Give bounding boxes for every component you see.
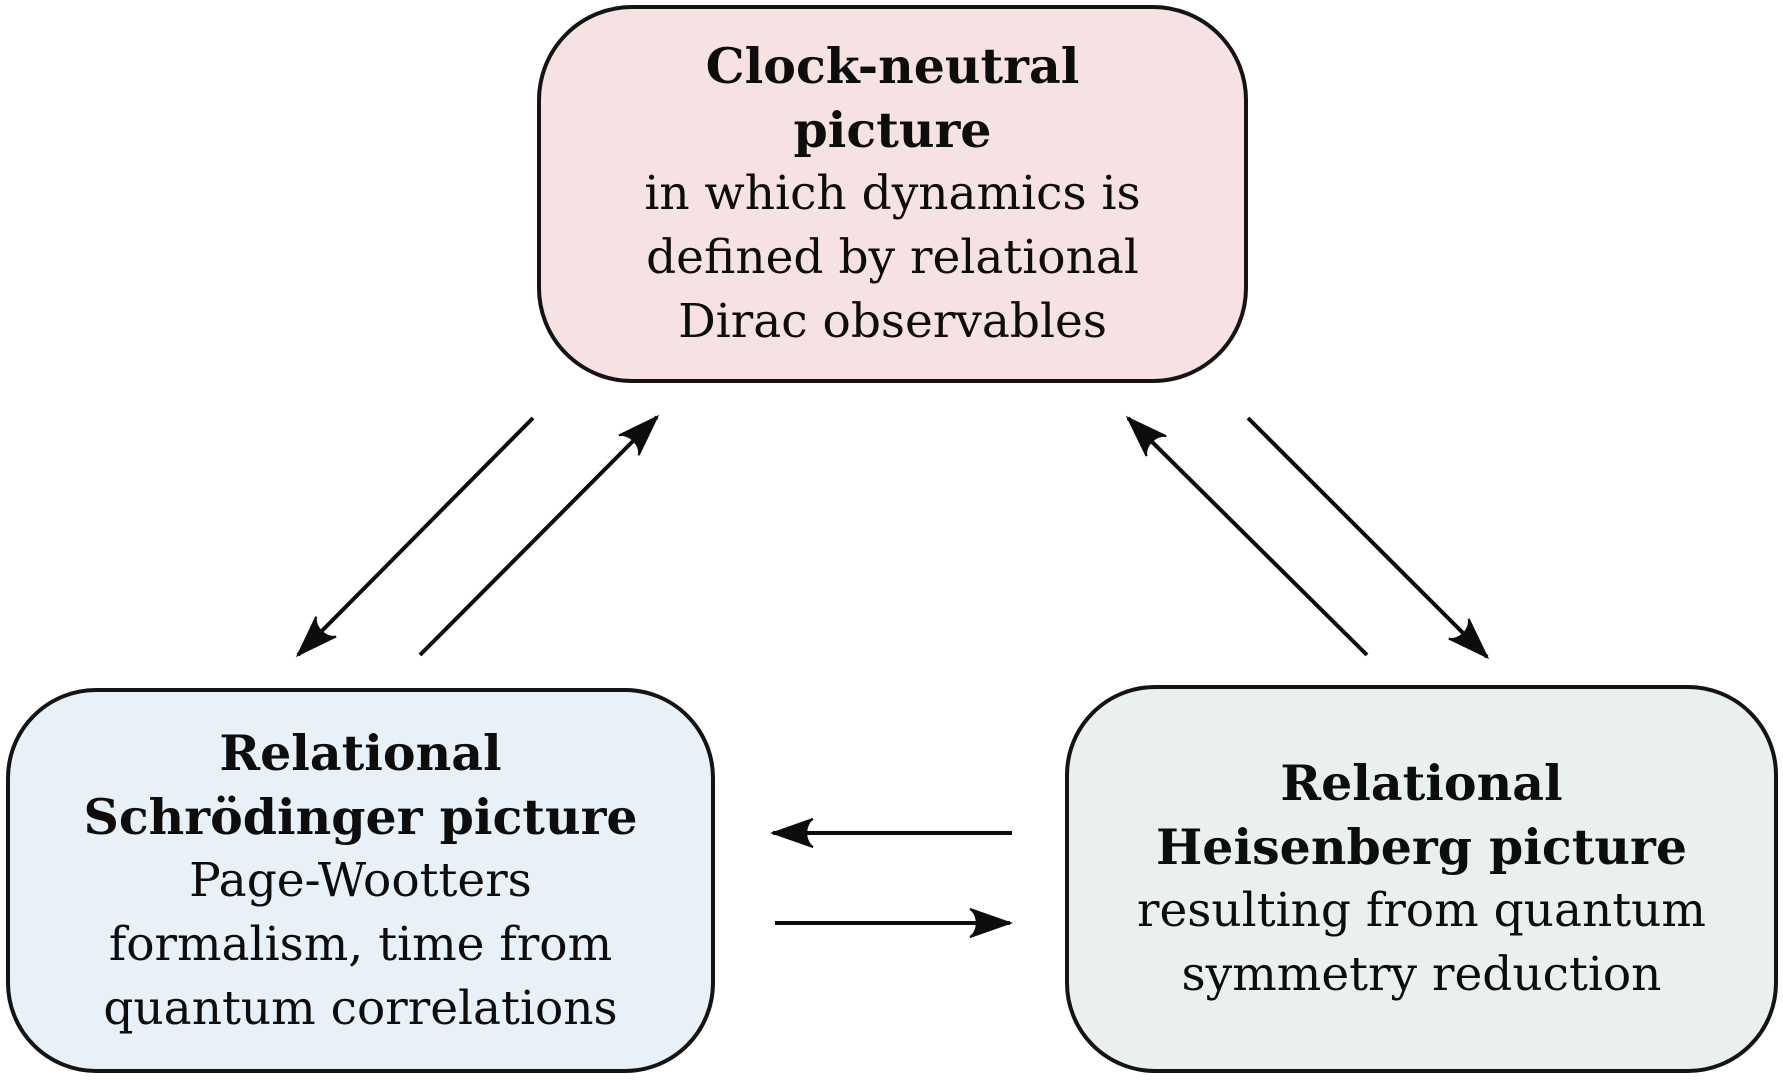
node-body-line: formalism, time from	[108, 916, 613, 972]
arrow-clock-to-schrodinger	[295, 416, 535, 658]
node-title-line: picture	[793, 101, 992, 159]
node-title-line: Relational	[219, 723, 502, 782]
node-relational-schrodinger-picture: Relational Schrödinger picture Page-Woot…	[6, 688, 715, 1073]
arrow-clock-to-heisenberg	[1246, 416, 1490, 660]
node-body-line: quantum correlations	[103, 980, 618, 1036]
node-clock-neutral-picture: Clock-neutral picture in which dynamics …	[537, 5, 1248, 383]
node-relational-heisenberg-picture: Relational Heisenberg picture resulting …	[1065, 685, 1778, 1073]
arrow-heisenberg-to-clock	[1125, 415, 1369, 657]
node-title-line: Heisenberg picture	[1155, 818, 1687, 876]
node-body-line: Dirac observables	[678, 294, 1107, 349]
arrow-schrodinger-to-clock	[418, 414, 660, 657]
node-title-line: Relational	[1280, 754, 1563, 812]
node-title-line: Schrödinger picture	[83, 787, 638, 846]
node-body-line: Page-Wootters	[189, 852, 532, 908]
node-body-line: symmetry reduction	[1181, 947, 1662, 1002]
node-body-line: resulting from quantum	[1137, 883, 1706, 938]
node-body-line: in which dynamics is	[644, 166, 1141, 221]
node-title-line: Clock-neutral	[705, 37, 1080, 95]
node-body-line: defined by relational	[646, 230, 1139, 285]
